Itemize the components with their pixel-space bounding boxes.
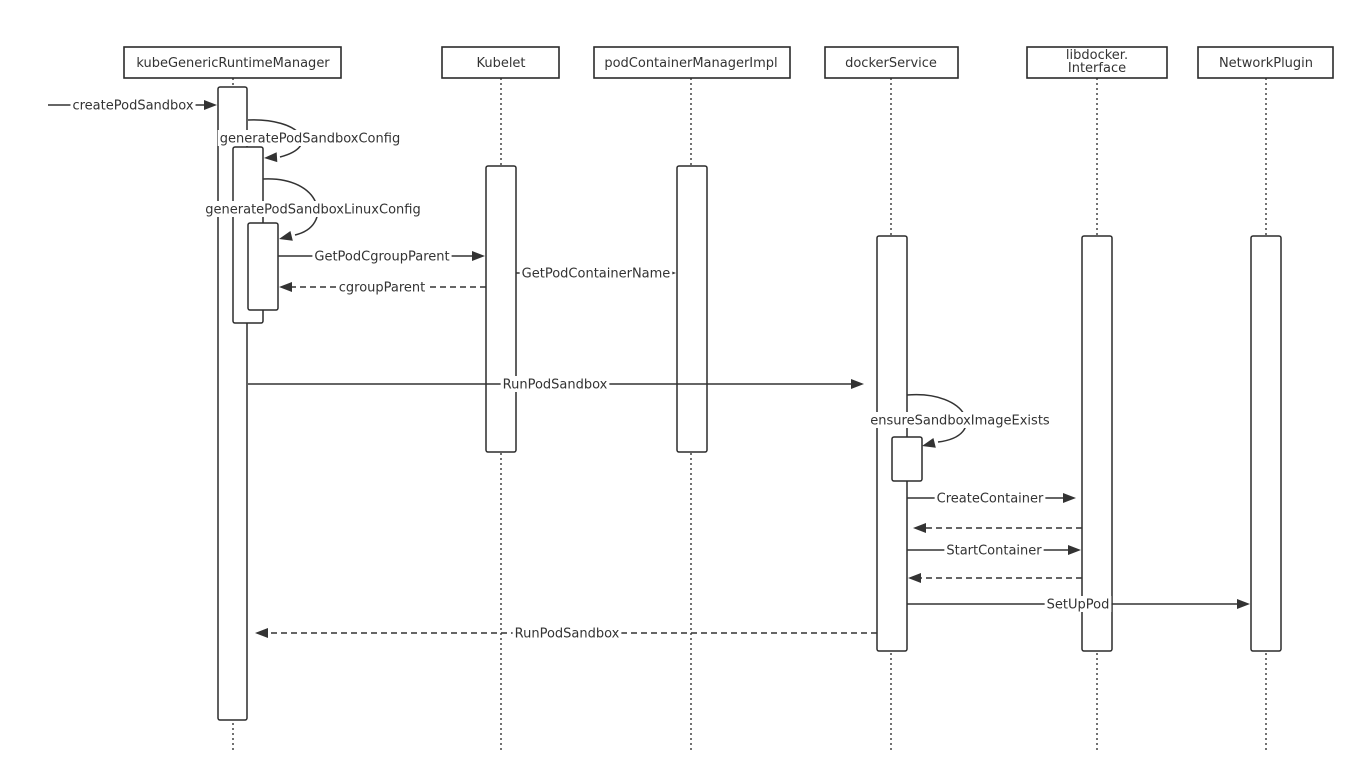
participant-label: podContainerManagerImpl	[604, 56, 777, 71]
participant-kgrm: kubeGenericRuntimeManager	[123, 46, 342, 79]
arrowhead	[279, 282, 292, 292]
participant-pcmi: podContainerManagerImpl	[593, 46, 791, 79]
arrowhead	[204, 100, 217, 110]
participant-box	[593, 46, 791, 79]
activation-pcmi	[676, 165, 708, 453]
label-background	[934, 490, 1046, 506]
label-background	[217, 130, 403, 146]
participant-box	[441, 46, 560, 79]
message-label: generatePodSandboxConfig	[220, 132, 400, 147]
activation-kubelet	[485, 165, 517, 453]
activation-network	[1250, 235, 1282, 652]
arrowhead	[913, 523, 926, 533]
participant-box	[123, 46, 342, 79]
arrowhead	[851, 379, 864, 389]
arrowhead	[1237, 599, 1250, 609]
message-label: SetUpPod	[1047, 598, 1110, 613]
message-label: ensureSandboxImageExists	[870, 414, 1050, 429]
participant-label: libdocker.	[1066, 48, 1128, 63]
label-background	[500, 376, 610, 392]
label-background	[519, 265, 673, 281]
participant-kubelet: Kubelet	[441, 46, 560, 79]
label-background	[70, 97, 196, 113]
participant-box	[1026, 46, 1168, 79]
participant-box	[1197, 46, 1334, 79]
participant-network: NetworkPlugin	[1197, 46, 1334, 79]
activation-libdocker	[1081, 235, 1113, 652]
label-background	[512, 625, 622, 641]
label-background	[312, 248, 452, 264]
label-background	[1044, 596, 1112, 612]
arrowhead	[264, 152, 278, 163]
participant-libdocker: libdocker.Interface	[1026, 46, 1168, 79]
participant-label: Kubelet	[476, 56, 525, 71]
activation-docker-ensure	[891, 436, 923, 482]
message-label: GetPodContainerName	[522, 267, 671, 282]
arrowhead	[279, 230, 293, 241]
arrowhead	[1068, 545, 1081, 555]
arrowhead	[255, 628, 268, 638]
arrowhead	[922, 437, 936, 448]
participant-box	[824, 46, 959, 79]
message-label: cgroupParent	[339, 281, 426, 296]
label-background	[944, 542, 1044, 558]
participant-label: dockerService	[845, 56, 937, 71]
participant-label: NetworkPlugin	[1219, 56, 1313, 71]
message-label: createPodSandbox	[72, 99, 193, 114]
message-label: RunPodSandbox	[503, 378, 608, 393]
arrowhead	[472, 251, 485, 261]
message-label: GetPodCgroupParent	[314, 250, 449, 265]
participant-docker: dockerService	[824, 46, 959, 79]
label-background	[868, 412, 1052, 428]
label-background	[336, 279, 428, 295]
arrowhead	[1063, 493, 1076, 503]
message-label: RunPodSandbox	[515, 627, 620, 642]
message-label: generatePodSandboxLinuxConfig	[205, 203, 420, 218]
label-background	[203, 201, 423, 217]
message-label: CreateContainer	[937, 492, 1044, 507]
participant-label: kubeGenericRuntimeManager	[136, 56, 330, 71]
participant-label: Interface	[1068, 61, 1126, 76]
message-label: StartContainer	[946, 544, 1042, 559]
activation-kgrm-linux	[247, 222, 279, 311]
arrowhead	[908, 573, 921, 583]
